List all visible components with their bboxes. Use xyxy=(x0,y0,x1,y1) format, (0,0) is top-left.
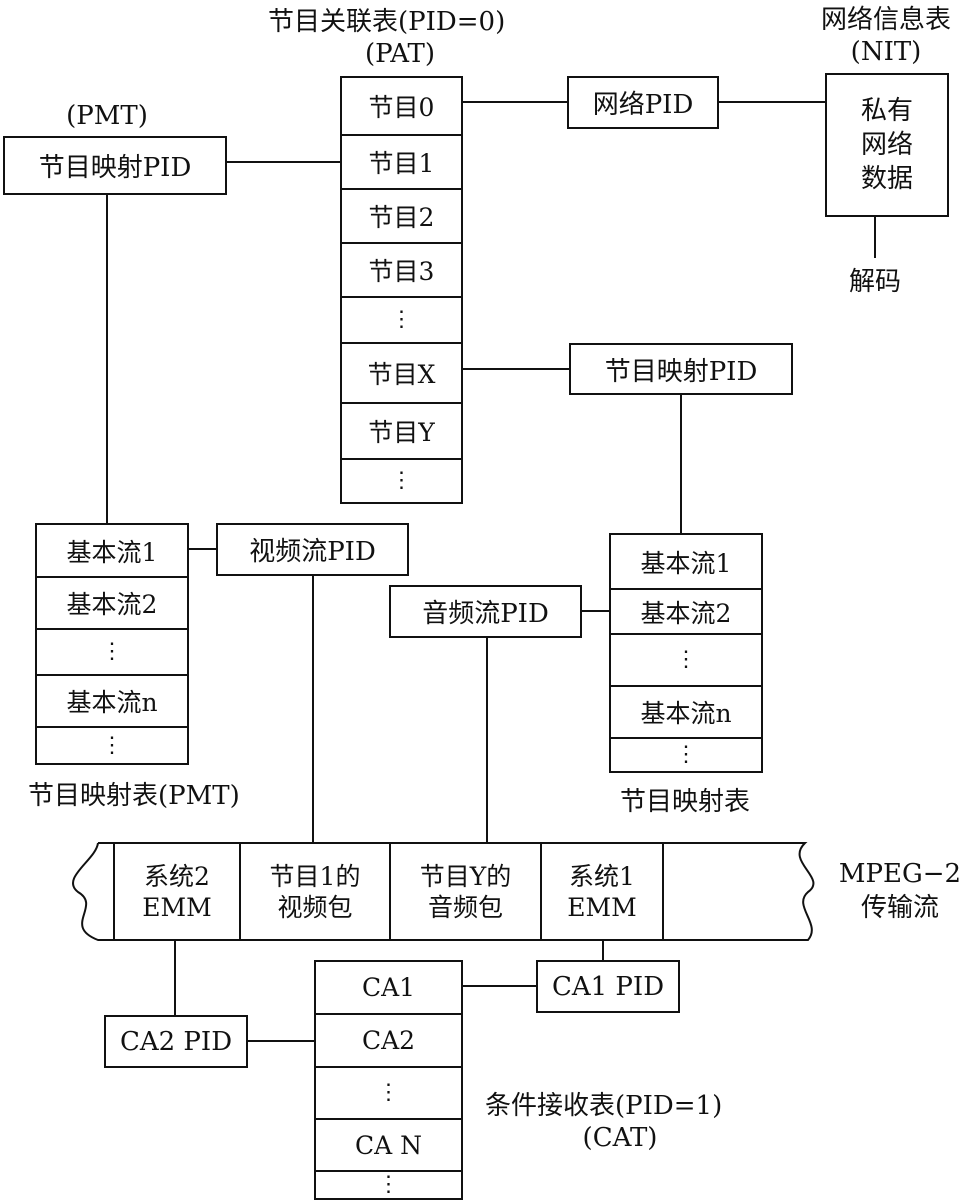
transport-label-line-2: 传输流 xyxy=(860,893,939,923)
pmt-right-row-1: 基本流2 xyxy=(611,590,761,635)
pat-row-ellipsis-1: ⋮ xyxy=(342,298,461,344)
audio-pid-box: 音频流PID xyxy=(389,585,582,638)
video-pid-box: 视频流PID xyxy=(216,523,409,576)
packet-2-line-2: 音频包 xyxy=(427,892,503,922)
packet-programY-audio: 节目Y的 音频包 xyxy=(389,843,540,940)
pat-row-3: 节目3 xyxy=(342,244,461,298)
packet-3-line-1: 系统1 xyxy=(569,861,635,891)
pat-row-2: 节目2 xyxy=(342,190,461,244)
packet-system1-emm: 系统1 EMM xyxy=(540,843,664,940)
private-network-data-box: 私有 网络 数据 xyxy=(825,73,949,217)
pmt-right-row-0: 基本流1 xyxy=(611,535,761,590)
pmt-left-top-label: (PMT) xyxy=(66,101,148,131)
pmt-right-caption: 节目映射表 xyxy=(619,787,750,817)
packet-program1-video: 节目1的 视频包 xyxy=(239,843,389,940)
pmt-left-table: 基本流1 基本流2 ⋮ 基本流n ⋮ xyxy=(35,523,189,765)
pat-title: 节目关联表(PID=0) xyxy=(268,7,506,37)
pmt-right-row-ellipsis-1: ⋮ xyxy=(611,635,761,687)
pat-row-y: 节目Y xyxy=(342,404,461,460)
decode-label: 解码 xyxy=(848,267,901,297)
nit-subtitle: (NIT) xyxy=(850,37,922,67)
packet-2-line-1: 节目Y的 xyxy=(419,861,512,891)
network-pid-box: 网络PID xyxy=(567,76,719,129)
pmt-right-pid-box: 节目映射PID xyxy=(569,343,793,395)
packet-1-line-2: 视频包 xyxy=(277,892,353,922)
packet-0-line-1: 系统2 xyxy=(144,861,210,891)
pat-row-x: 节目X xyxy=(342,344,461,404)
ca1-pid-box: CA1 PID xyxy=(536,960,680,1013)
pmt-left-caption: 节目映射表(PMT) xyxy=(28,781,240,811)
packet-0-line-2: EMM xyxy=(142,892,212,922)
cat-table: CA1 CA2 ⋮ CA N ⋮ xyxy=(314,960,463,1200)
packet-3-line-2: EMM xyxy=(567,892,637,922)
nit-box-line-3: 数据 xyxy=(860,164,913,194)
pmt-left-row-n: 基本流n xyxy=(37,676,187,728)
cat-row-0: CA1 xyxy=(316,962,461,1015)
pat-row-ellipsis-2: ⋮ xyxy=(390,468,413,493)
cat-subtitle: (CAT) xyxy=(582,1123,658,1153)
pat-table: 节目0 节目1 节目2 节目3 ⋮ 节目X 节目Y ⋮ xyxy=(340,76,463,504)
pmt-left-pid-box: 节目映射PID xyxy=(3,136,227,195)
packet-system2-emm: 系统2 EMM xyxy=(113,843,239,940)
cat-row-n: CA N xyxy=(316,1120,461,1172)
cat-row-ellipsis-1: ⋮ xyxy=(316,1068,461,1120)
pat-subtitle: (PAT) xyxy=(364,39,436,69)
pat-row-0: 节目0 xyxy=(342,78,461,136)
pmt-right-table: 基本流1 基本流2 ⋮ 基本流n ⋮ xyxy=(609,533,763,773)
ca2-pid-box: CA2 PID xyxy=(104,1015,248,1068)
nit-box-line-2: 网络 xyxy=(860,130,913,160)
transport-stream-outline xyxy=(72,842,815,941)
pmt-left-row-ellipsis-2: ⋮ xyxy=(101,732,123,758)
pmt-left-row-0: 基本流1 xyxy=(37,525,187,578)
transport-label-line-1: MPEG−2 xyxy=(838,859,962,889)
pat-row-1: 节目1 xyxy=(342,136,461,190)
nit-box-line-1: 私有 xyxy=(860,96,913,126)
pmt-right-row-ellipsis-2: ⋮ xyxy=(675,742,697,767)
nit-title: 网络信息表 xyxy=(820,5,951,35)
pmt-left-row-1: 基本流2 xyxy=(37,578,187,630)
cat-title: 条件接收表(PID=1) xyxy=(485,1091,723,1121)
cat-row-1: CA2 xyxy=(316,1015,461,1068)
pmt-right-row-n: 基本流n xyxy=(611,687,761,739)
cat-row-ellipsis-2: ⋮ xyxy=(377,1172,400,1197)
pmt-left-row-ellipsis-1: ⋮ xyxy=(37,630,187,676)
packet-1-line-1: 节目1的 xyxy=(269,861,361,891)
